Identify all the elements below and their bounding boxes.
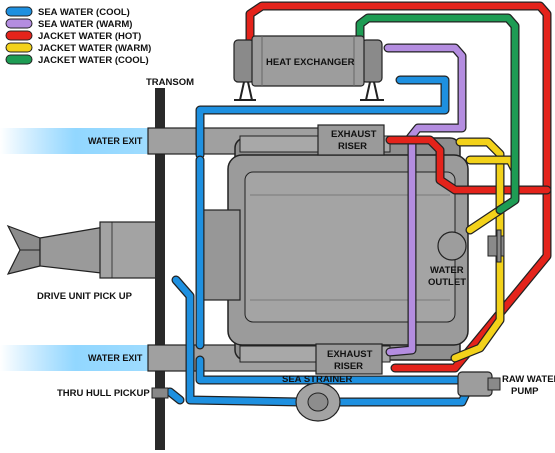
exhaust-riser-top-label-1: EXHAUST (331, 129, 377, 140)
legend-label-sea-cool: SEA WATER (COOL) (38, 7, 130, 18)
transom-label: TRANSOM (146, 77, 194, 88)
pipe-sea-warm (383, 43, 467, 357)
exhaust-riser-top-label-2: RISER (338, 141, 367, 152)
drive-unit-pickup-label: DRIVE UNIT PICK UP (37, 291, 133, 302)
pipes (165, 1, 552, 407)
transom (155, 88, 165, 450)
water-outlet: WATER OUTLET (428, 229, 505, 288)
exhaust-riser-bottom: EXHAUST RISER (315, 343, 383, 375)
legend-item-jacket-warm: JACKET WATER (WARM) (5, 42, 151, 54)
legend-swatch-sea-warm (5, 18, 33, 29)
exhaust-riser-top: EXHAUST RISER (317, 124, 385, 156)
legend-item-sea-cool: SEA WATER (COOL) (5, 6, 130, 18)
thru-hull-fitting (151, 387, 169, 399)
legend-item-sea-warm: SEA WATER (WARM) (5, 18, 132, 30)
legend-label-sea-warm: SEA WATER (WARM) (38, 19, 132, 30)
exhaust-riser-bottom-label-1: EXHAUST (327, 349, 373, 360)
drive-unit (6, 221, 161, 279)
legend-item-jacket-cool: JACKET WATER (COOL) (5, 54, 149, 66)
legend-label-jacket-warm: JACKET WATER (WARM) (38, 43, 151, 54)
sea-strainer-label: SEA STRAINER (282, 374, 353, 385)
pipe-jacket-cool (355, 13, 520, 215)
raw-water-pump: RAW WATER PUMP (457, 371, 555, 397)
legend-swatch-jacket-warm (5, 42, 33, 53)
legend-label-jacket-cool: JACKET WATER (COOL) (38, 55, 149, 66)
heat-exchanger-label: HEAT EXCHANGER (266, 57, 355, 68)
water-exit-top-label: WATER EXIT (88, 136, 143, 146)
raw-water-pump-label-1: RAW WATER (502, 374, 555, 385)
pipe-sea-cool (165, 75, 475, 407)
heat-exchanger: HEAT EXCHANGER (233, 35, 384, 101)
water-outlet-label-1: WATER (430, 265, 464, 276)
legend-item-jacket-hot: JACKET WATER (HOT) (5, 30, 141, 42)
engine-block (199, 137, 469, 361)
water-exit-bottom-label: WATER EXIT (88, 353, 143, 363)
water-outlet-label-2: OUTLET (428, 277, 466, 288)
legend-swatch-jacket-hot (5, 30, 33, 41)
legend-label-jacket-hot: JACKET WATER (HOT) (38, 31, 141, 42)
legend: SEA WATER (COOL) SEA WATER (WARM) JACKET… (5, 6, 151, 66)
sea-strainer: SEA STRAINER (282, 374, 353, 422)
exhaust-riser-bottom-label-2: RISER (334, 361, 363, 372)
water-exit-glow-bottom (0, 345, 150, 371)
raw-water-pump-label-2: PUMP (511, 386, 539, 397)
legend-swatch-sea-cool (5, 6, 33, 17)
thru-hull-pickup-label: THRU HULL PICKUP (57, 388, 150, 399)
water-exit-glow-top (0, 128, 150, 154)
legend-swatch-jacket-cool (5, 54, 33, 65)
